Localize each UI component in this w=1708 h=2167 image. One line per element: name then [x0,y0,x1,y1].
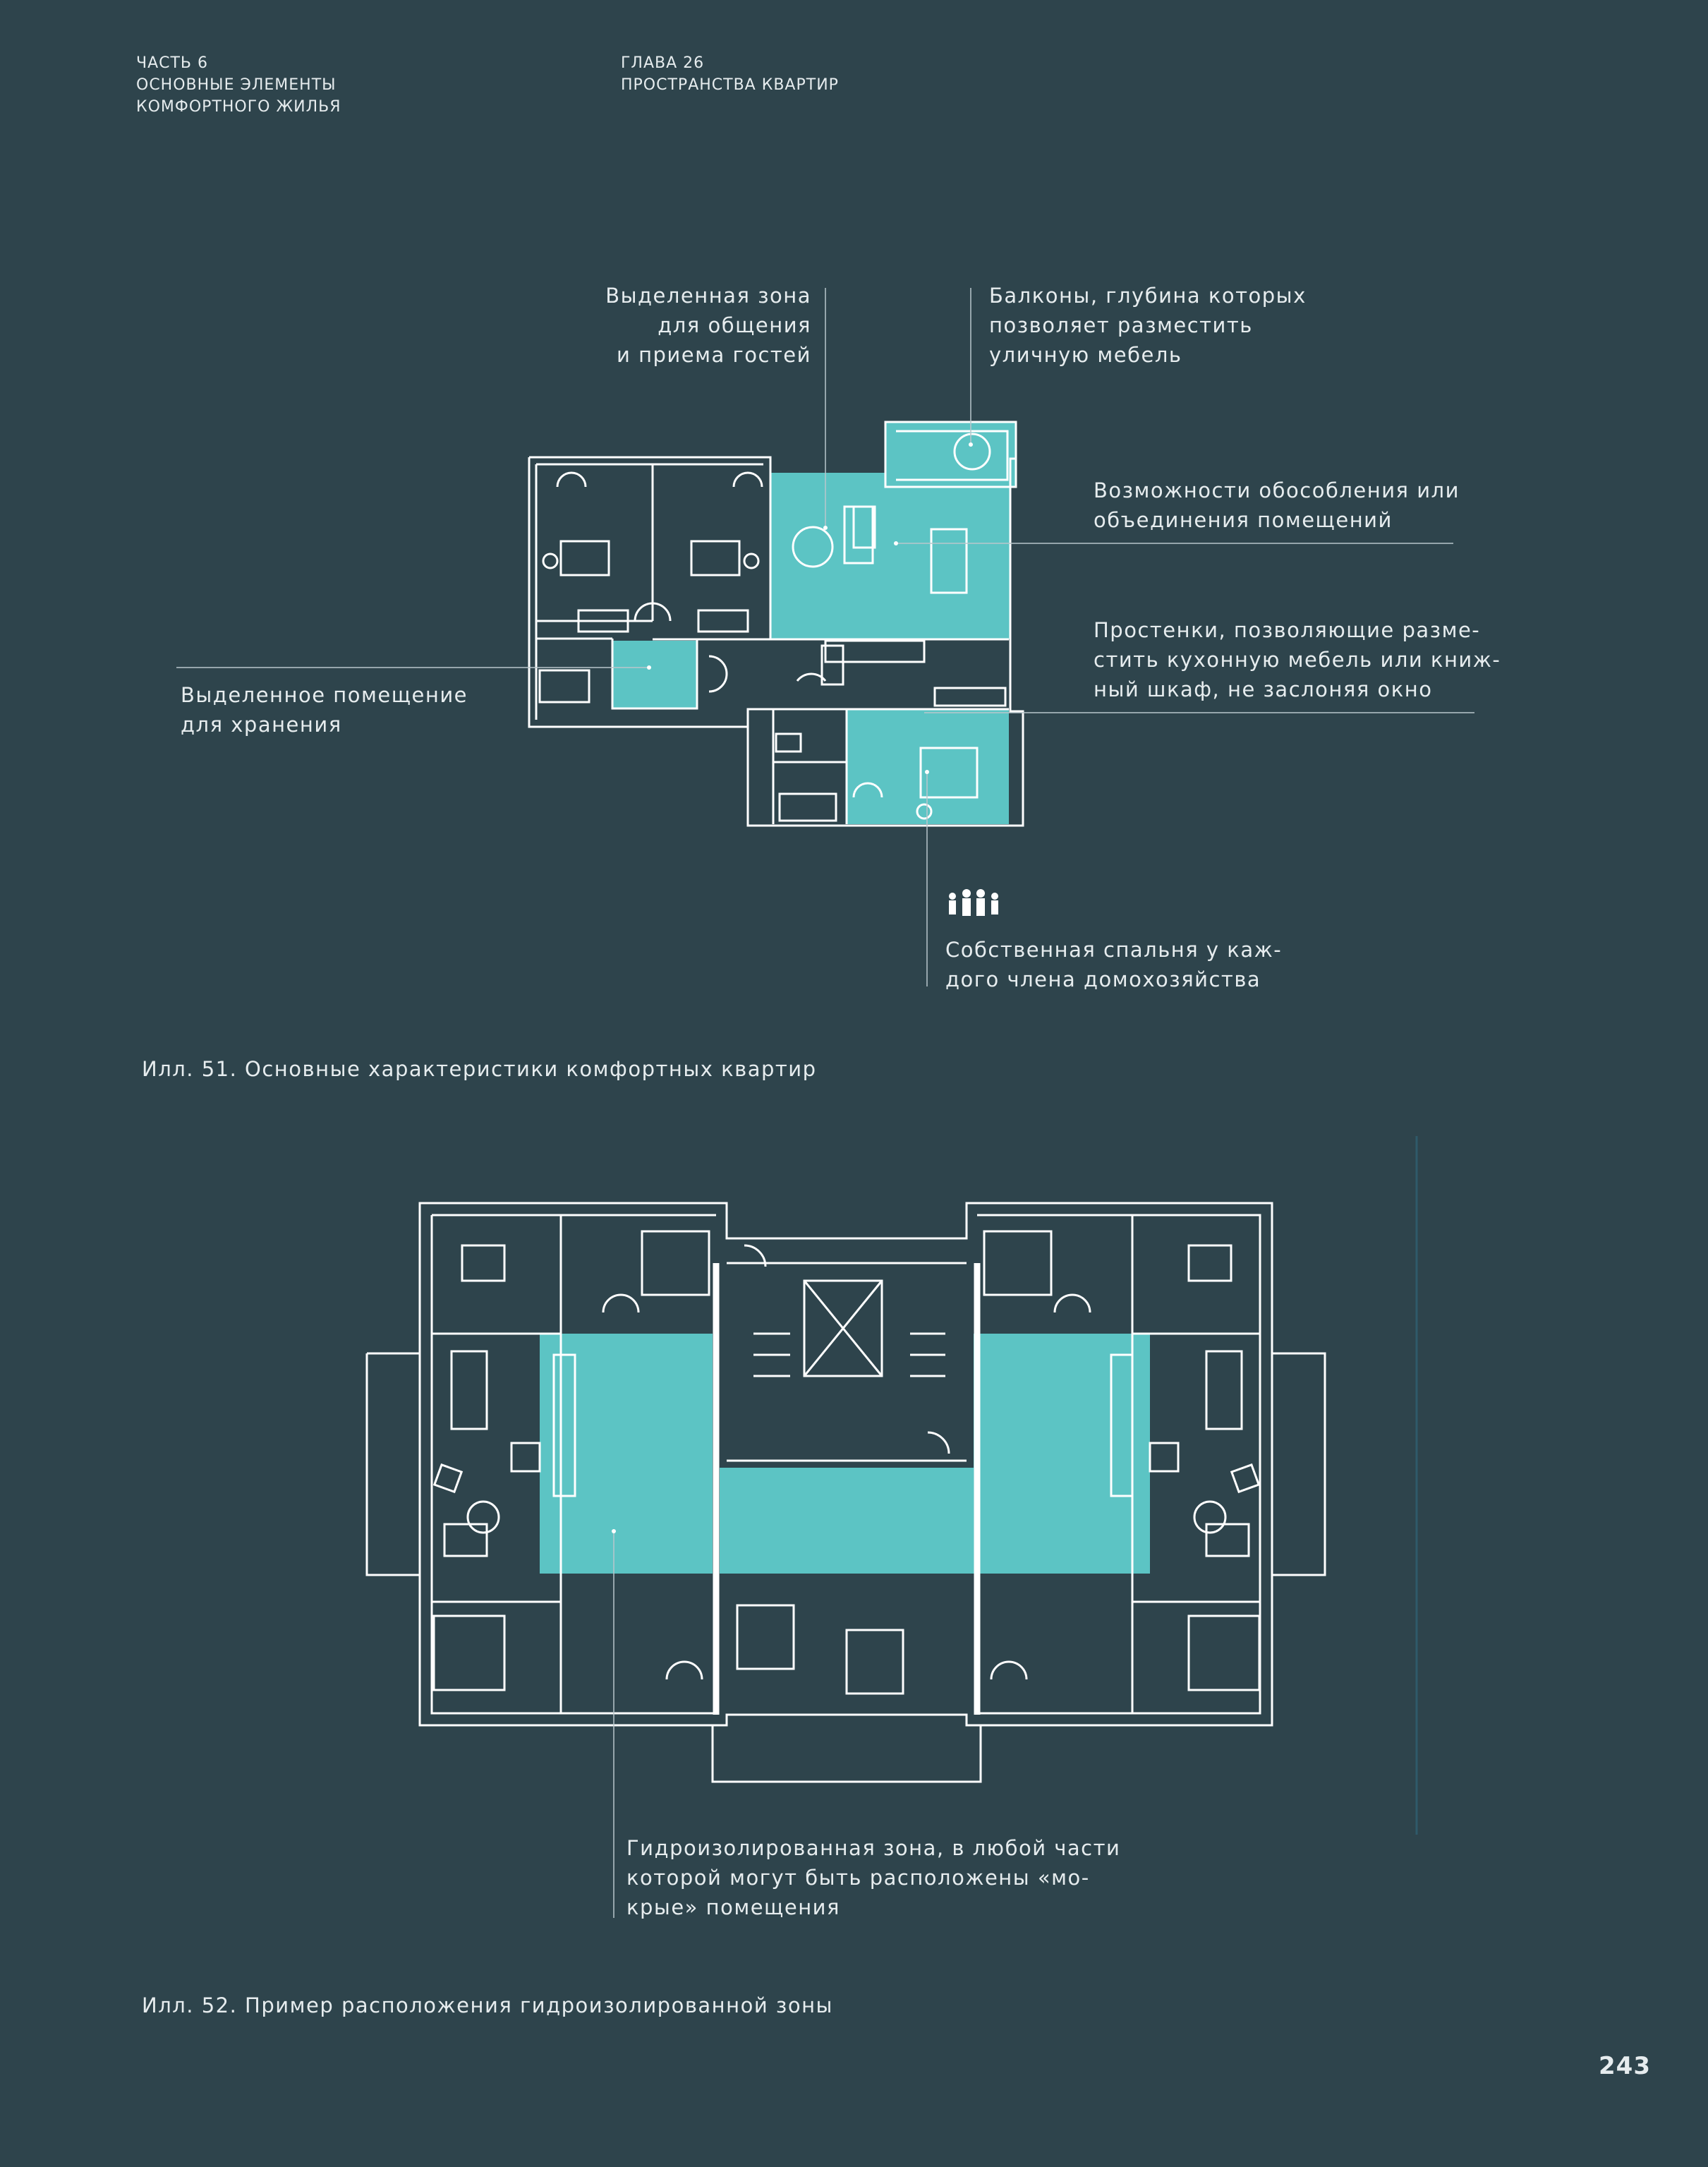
annotation-balconies: Балконы, глубина которых позволяет разме… [989,284,1307,367]
waterproof-zone-center [720,1468,981,1574]
household-members-icon [949,889,998,916]
storage-zone [612,641,697,708]
header-part: ЧАСТЬ 6 ОСНОВНЫЕ ЭЛЕМЕНТЫ КОМФОРТНОГО ЖИ… [136,52,341,118]
highlight-zones [612,422,1016,824]
header-chapter-line: ПРОСТРАНСТВА КВАРТИР [621,76,839,94]
leader-lines [613,1136,1418,1918]
annotation-piers: Простенки, позволяющие разме- стить кухо… [1094,618,1501,701]
annotation-bedroom: Собственная спальня у каж- дого члена до… [945,938,1283,991]
annotation-storage: Выделенное помещение для хранения [181,683,468,737]
figure52-floor-plan [365,1136,1418,1918]
waterproof-zones [540,1334,1150,1574]
header-part-line: ОСНОВНЫЕ ЭЛЕМЕНТЫ [136,76,337,94]
figure51-floor-plan [176,288,1474,986]
header-part-line: КОМФОРТНОГО ЖИЛЬЯ [136,98,341,116]
annotation-waterproof-zone: Гидроизолированная зона, в любой части к… [626,1836,1121,1919]
header-chapter-line: ГЛАВА 26 [621,54,705,72]
waterproof-zone-right [974,1334,1150,1574]
header-part-line: ЧАСТЬ 6 [136,54,209,72]
annotation-rooms-join: Возможности обособления или объединения … [1094,478,1460,532]
figure52-caption: Илл. 52. Пример расположения гидроизолир… [142,1993,833,2017]
header-chapter: ГЛАВА 26 ПРОСТРАНСТВА КВАРТИР [621,52,839,96]
leader-dots [647,442,973,774]
living-zone [770,473,1010,639]
waterproof-zone-left [540,1334,713,1574]
building-walls [365,1202,1326,1783]
figure51-caption: Илл. 51. Основные характеристики комфорт… [142,1057,817,1081]
page-number: 243 [1599,2052,1651,2080]
annotation-social-zone: Выделенная зона для общения и приема гос… [605,284,811,367]
leader-lines [176,288,1474,986]
